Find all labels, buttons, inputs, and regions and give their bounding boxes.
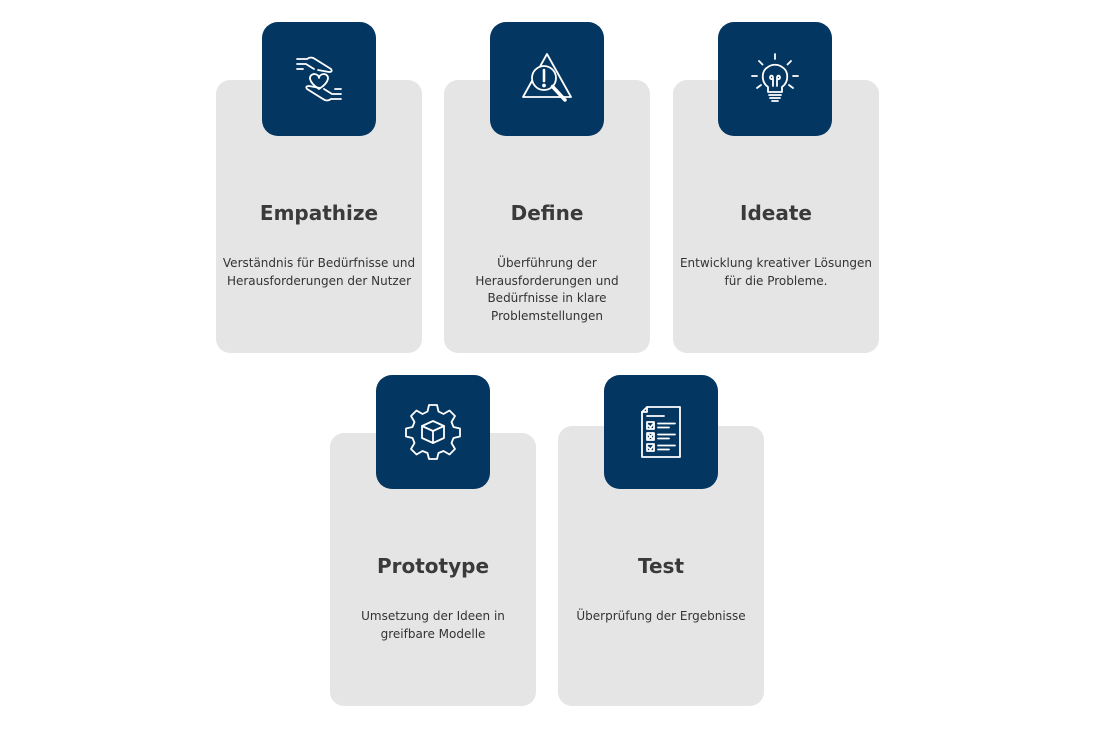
lightbulb-icon bbox=[751, 53, 799, 102]
step-description: Überführung der Herausforderungen und Be… bbox=[475, 256, 619, 323]
step-title: Empathize bbox=[259, 201, 379, 225]
warning-search-icon bbox=[522, 53, 572, 102]
icon-badge-prototype bbox=[376, 375, 490, 489]
step-description: Verständnis für Bedürfnisse und Herausfo… bbox=[222, 256, 416, 288]
step-description: Umsetzung der Ideen in greifbare Modelle bbox=[361, 609, 505, 641]
step-description: Überprüfung der Ergebnisse bbox=[576, 609, 746, 623]
gear-box-icon bbox=[405, 404, 461, 460]
checklist-icon bbox=[641, 406, 681, 458]
step-card-prototype: Prototype Umsetzung der Ideen in greifba… bbox=[330, 433, 536, 706]
step-description: Entwicklung kreativer Lösungen für die P… bbox=[679, 256, 873, 288]
step-card-define: Define Überführung der Herausforderungen… bbox=[444, 80, 650, 353]
icon-badge-define bbox=[490, 22, 604, 136]
step-title: Prototype bbox=[376, 554, 490, 578]
icon-badge-empathize bbox=[262, 22, 376, 136]
hand-heart-icon bbox=[296, 56, 342, 102]
step-title: Ideate bbox=[740, 201, 812, 225]
icon-badge-ideate bbox=[718, 22, 832, 136]
step-title: Define bbox=[510, 201, 584, 225]
step-title: Test bbox=[637, 554, 684, 578]
icon-badge-test bbox=[604, 375, 718, 489]
